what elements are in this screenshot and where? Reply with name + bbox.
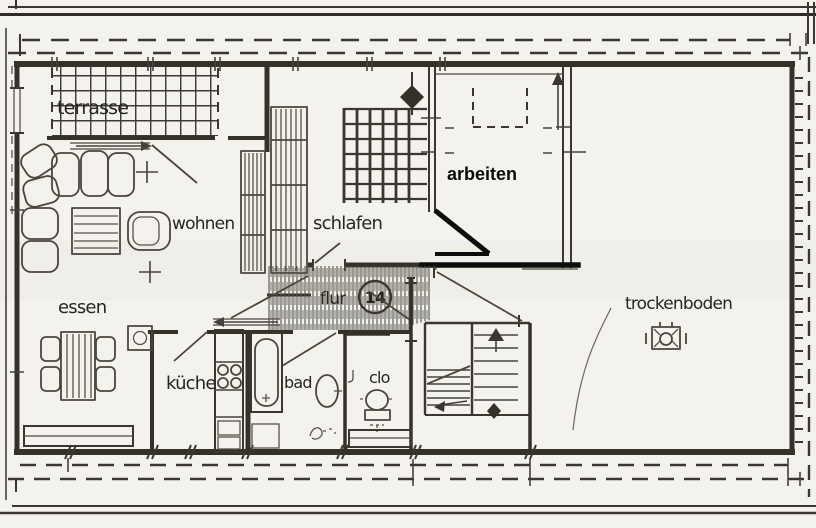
room-label-schlafen: schlafen (313, 213, 382, 234)
door-direction-arrow-icon (141, 141, 152, 151)
room-label-clo: clo (369, 368, 390, 387)
room-terrasse: terrasse (47, 66, 268, 184)
room-label-terrasse: terrasse (57, 97, 128, 119)
bad-window (251, 423, 280, 449)
stairs-up-arrow-icon (434, 328, 504, 412)
kitchen-counter-icon (214, 329, 244, 453)
flur-hatching (268, 266, 430, 334)
boiler-icon (127, 325, 153, 351)
room-bad: bad (250, 332, 342, 449)
sofa-icon (20, 143, 135, 273)
stove-icon (217, 364, 242, 389)
room-label-wohnen: wohnen (172, 214, 234, 234)
handwritten-scribble (309, 427, 336, 440)
flur-stairhall-door-swing (369, 291, 414, 323)
flur-essen-door-swing (230, 275, 309, 319)
room-schlafen: schlafen (308, 72, 433, 271)
room-arbeiten: arbeiten (419, 66, 586, 268)
room-label-essen: essen (58, 297, 106, 318)
bad-door-swing (281, 332, 337, 367)
armchair-icon (127, 211, 171, 251)
bed-icon (342, 107, 427, 203)
bathtub-icon (250, 332, 283, 413)
dimension-cross (136, 161, 161, 283)
room-kueche: küche (127, 325, 411, 453)
chimney-icon (645, 322, 687, 350)
room-flur: flur 14 (213, 266, 430, 334)
arbeiten-door-swing-marker (433, 208, 491, 256)
sink-icon (315, 374, 342, 408)
schlafen-door-swing (314, 242, 341, 264)
room-label-arbeiten: arbeiten (447, 164, 517, 184)
room-trockenboden: trockenboden (552, 72, 733, 431)
room-wohnen: wohnen (20, 66, 270, 283)
room-essen: essen (40, 297, 116, 401)
terrasse-tile-grid (52, 66, 218, 136)
terrasse-door-swing (151, 144, 198, 184)
attic-door-swing-arc (572, 307, 612, 431)
staircase (423, 266, 578, 452)
column-diamond-icon (400, 85, 424, 109)
unit-number: 14 (365, 288, 386, 307)
room-label-trockenboden: trockenboden (625, 294, 732, 314)
small-up-arrow-icon (552, 72, 564, 130)
toilet-icon (360, 389, 395, 432)
clo-fixture-mark (347, 370, 354, 383)
left-wall-window (11, 88, 23, 133)
room-label-flur: flur (320, 289, 346, 309)
room-clo: clo (343, 277, 417, 452)
dining-table-icon (40, 331, 116, 401)
arbeiten-dashed-roof-rect (472, 88, 528, 128)
room-label-bad: bad (284, 373, 312, 392)
trockenboden-door-swing (436, 271, 523, 322)
kueche-door-swing (173, 331, 208, 362)
landing-diamond-icon (487, 403, 501, 419)
room-label-kueche: küche (166, 373, 216, 394)
coffee-table-icon (71, 207, 121, 255)
door-direction-arrow-icon (213, 317, 224, 327)
sheet-frame (0, 0, 816, 515)
